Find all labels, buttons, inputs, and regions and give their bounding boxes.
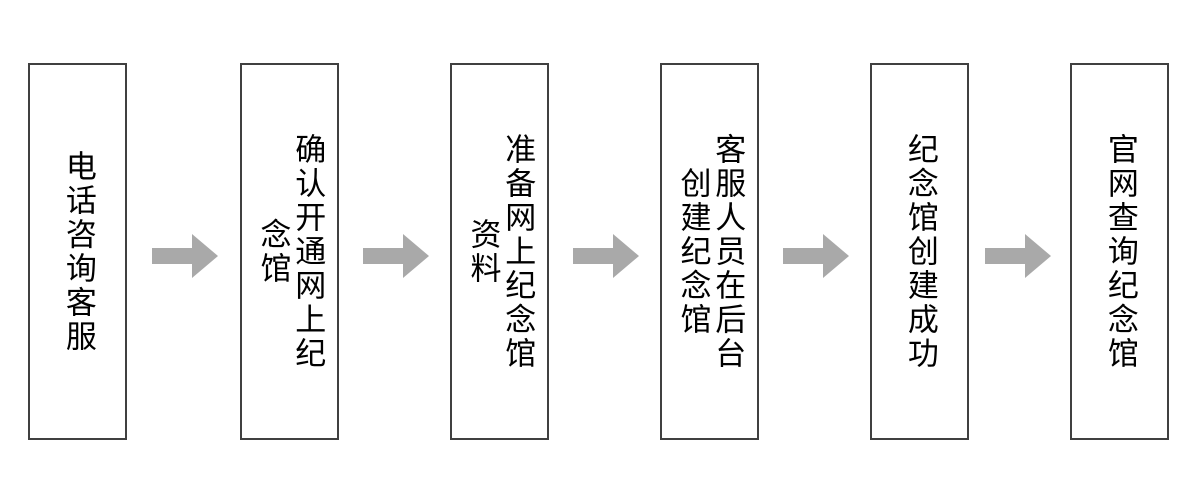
arrow-right-icon [152,234,218,278]
flow-arrow-2 [363,233,429,279]
flow-arrow-3 [573,233,639,279]
flow-node-label-step-2: 确认开通网上纪念馆 [254,132,326,371]
flow-arrow-1 [152,233,218,279]
flow-arrow-4 [783,233,849,279]
flow-node-step-6[interactable]: 官网查询纪念馆 [1070,63,1169,440]
flow-node-step-3[interactable]: 准备网上纪念馆资料 [450,63,549,440]
arrow-right-icon [985,234,1051,278]
flow-node-label-step-3: 准备网上纪念馆资料 [464,132,536,371]
flow-arrow-5 [985,233,1051,279]
arrow-right-icon [363,234,429,278]
flow-node-step-1[interactable]: 电话咨询客服 [28,63,127,440]
arrow-right-icon [783,234,849,278]
arrow-right-icon [573,234,639,278]
flow-node-label-step-1: 电话咨询客服 [59,149,96,354]
flow-node-label-step-4: 客服人员在后台创建纪念馆 [674,132,746,371]
flow-node-label-step-5: 纪念馆创建成功 [901,132,938,371]
flow-node-label-step-6: 官网查询纪念馆 [1101,132,1138,371]
flow-node-step-2[interactable]: 确认开通网上纪念馆 [240,63,339,440]
flow-node-step-5[interactable]: 纪念馆创建成功 [870,63,969,440]
flow-node-step-4[interactable]: 客服人员在后台创建纪念馆 [660,63,759,440]
